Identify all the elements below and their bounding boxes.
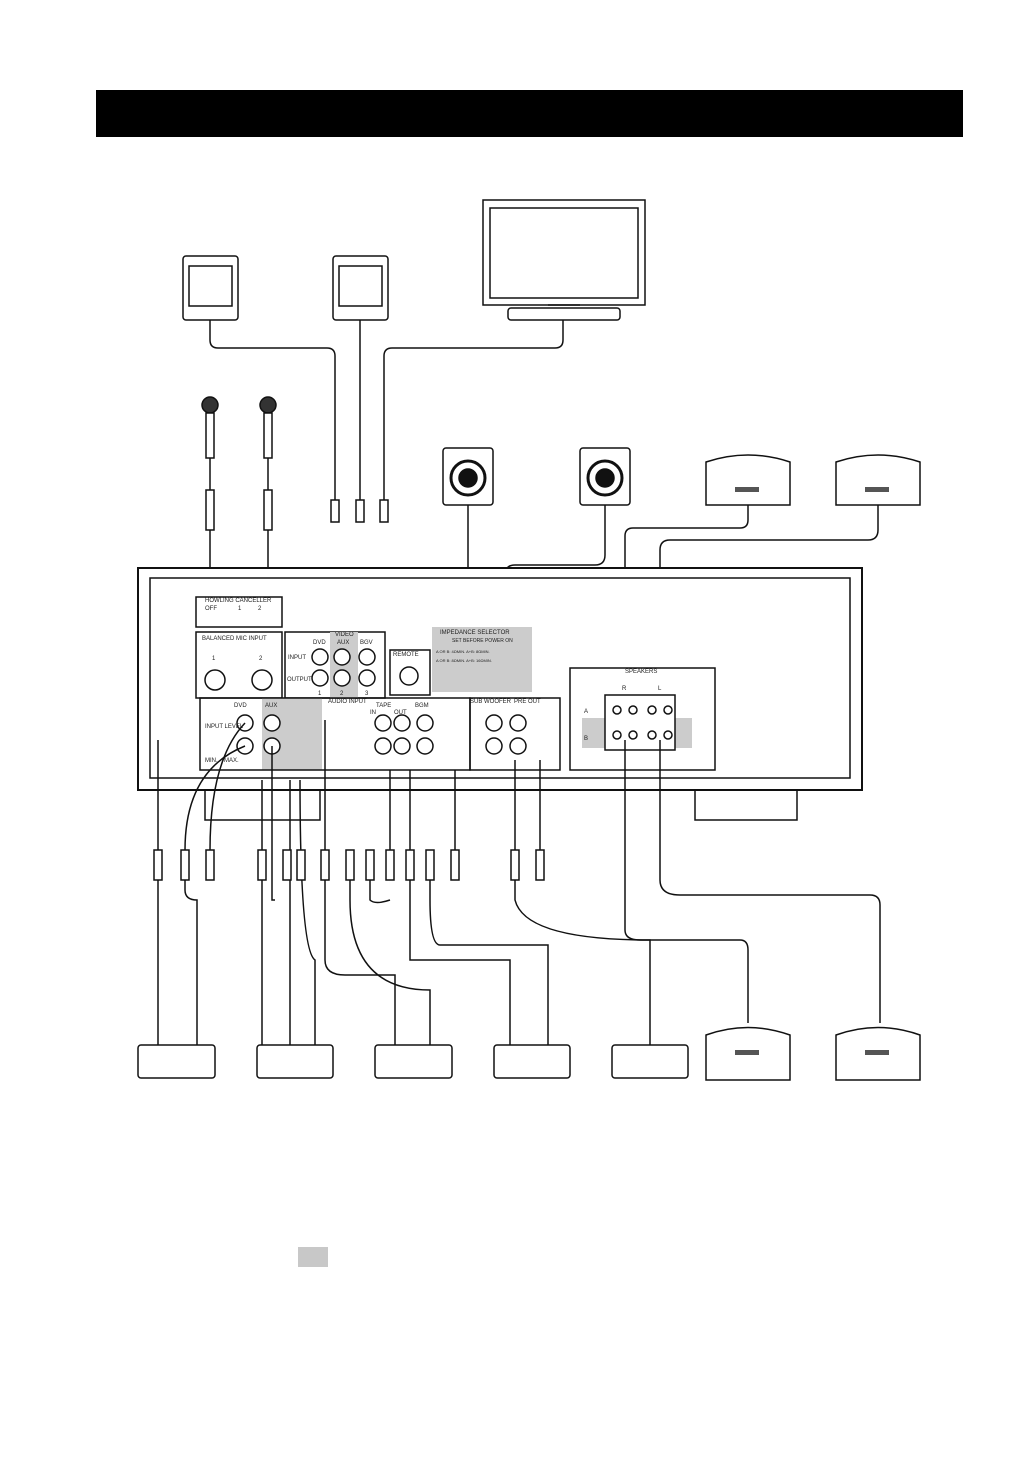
label-out3: 3 [365,691,369,697]
microphone-2 [259,396,277,531]
amplifier-rear-panel [137,567,863,821]
label-r: R [622,686,627,692]
label-a: A [584,709,588,715]
label-pre-out: PRE OUT [514,699,541,705]
rca-plugs-bottom [153,849,545,881]
label-sub-woofer: SUB WOOFER [470,699,512,705]
label-off: OFF [205,606,217,612]
speaker-bottom-2 [835,1026,921,1081]
label-input: INPUT [288,655,306,661]
speaker-top-1 [705,454,791,506]
panel-text: HOWLING CANCELLER OFF 1 2 BALANCED MIC I… [202,598,662,764]
label-b: B [584,736,588,742]
television [482,199,646,321]
label-aux-audio: AUX [265,703,277,709]
speaker-bottom-1 [705,1026,791,1081]
microphone-1 [201,396,219,531]
label-imp-low: A OR B: 4ΩMIN. A+B: 8ΩMIN. [436,649,490,654]
subwoofer-2 [579,447,631,506]
label-out: OUT [394,710,407,716]
label-mic1: 1 [212,656,216,662]
label-video: VIDEO [335,632,354,638]
label-bgv: BGV [360,640,373,646]
rca-plugs-video [330,499,389,523]
label-dvd-audio: DVD [234,703,247,709]
video-monitor-1 [182,255,239,321]
subwoofer-1 [442,447,494,506]
label-speakers: SPEAKERS [625,669,657,675]
section-header-bar [96,90,963,137]
label-remote: REMOTE [393,652,419,658]
note-marker-box [298,1247,328,1267]
label-out2: 2 [340,691,344,697]
label-min: MIN. [205,758,218,764]
label-bgm: BGM [415,703,429,709]
label-in: IN [370,710,376,716]
label-howling-canceller: HOWLING CANCELLER [205,598,272,604]
label-out1: 1 [318,691,322,697]
label-max: MAX. [224,758,239,764]
label-input-level: INPUT LEVEL [205,724,244,730]
label-aux-video: AUX [337,640,349,646]
label-output: OUTPUT [287,677,312,683]
label-dvd-video: DVD [313,640,326,646]
label-audio-input: AUDIO INPUT [328,699,367,705]
label-pos1: 1 [238,606,242,612]
label-set-before-power-on: SET BEFORE POWER ON [452,638,513,644]
label-tape: TAPE [376,703,391,709]
label-mic2: 2 [259,656,263,662]
source-devices [137,1044,689,1079]
video-monitor-2 [332,255,389,321]
label-l: L [658,686,662,692]
label-impedance-selector: IMPEDANCE SELECTOR [440,630,510,636]
jacks [204,648,673,755]
bottom-cables [157,719,881,1045]
label-imp-high: A OR B: 8ΩMIN. A+B: 16ΩMIN. [436,658,492,663]
label-pos2: 2 [258,606,262,612]
speaker-top-2 [835,454,921,506]
label-balanced-mic-input: BALANCED MIC INPUT [202,636,267,642]
